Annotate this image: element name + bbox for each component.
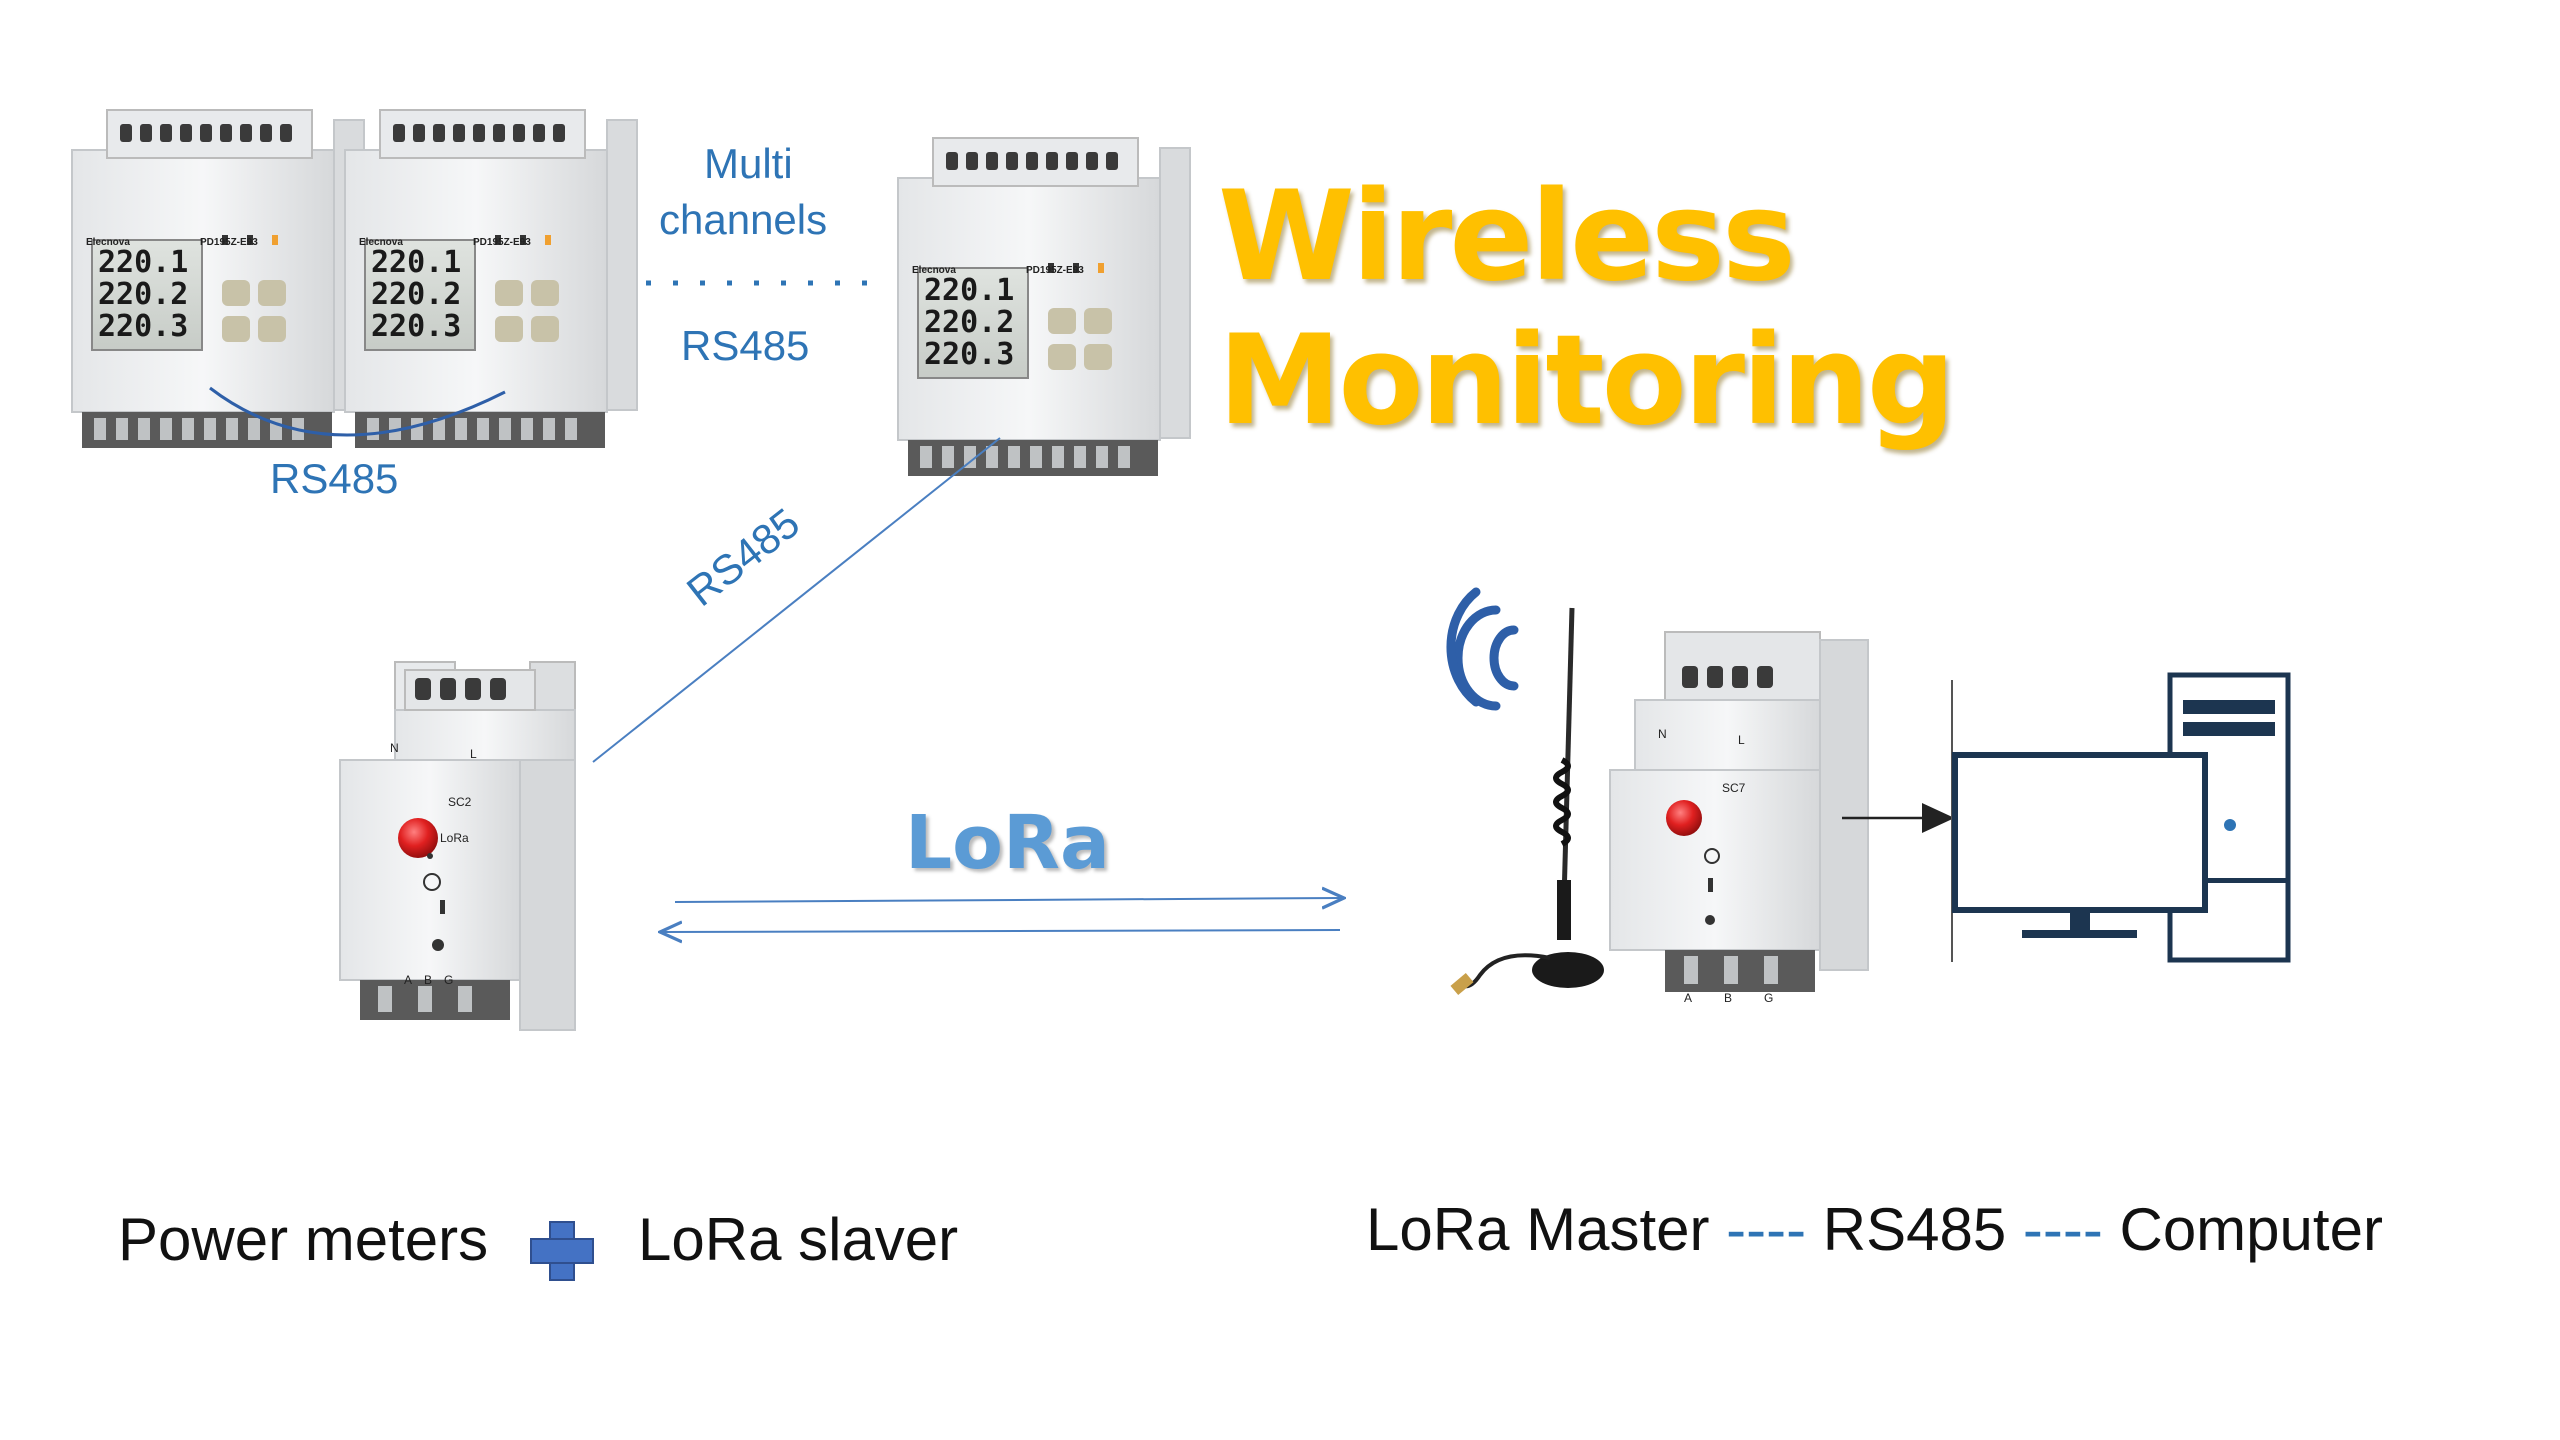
slaver-terminal-g: G: [444, 973, 453, 987]
meter-3-reading-1: 220.1: [924, 273, 1014, 308]
master-code: SC7: [1722, 781, 1746, 795]
lora-arrow-right: [674, 898, 1342, 902]
slaver-code: SC2: [448, 795, 472, 809]
meter-1-reading-2: 220.2: [98, 277, 188, 312]
meter-3-reading-3: 220.3: [924, 337, 1014, 372]
caption-rs485: RS485: [1822, 1196, 2007, 1263]
caption-power-meters: Power meters: [118, 1206, 489, 1273]
lora-slaver-module: [339, 661, 576, 1031]
master-terminal-n: N: [1658, 727, 1667, 741]
meter-2-reading-1: 220.1: [371, 245, 461, 280]
caption-separator-2: ----: [2022, 1196, 2103, 1263]
slaver-terminal-a: A: [404, 973, 412, 987]
slaver-terminal-l: L: [470, 747, 477, 761]
meter-1-brand: Elecnova: [86, 237, 130, 248]
lora-master-module: [1609, 631, 1869, 992]
caption-master-chain: LoRa Master ---- RS485 ---- Computer: [1366, 1195, 2383, 1264]
slaver-terminal-b: B: [424, 973, 432, 987]
rs485-diagonal-line: [592, 437, 1001, 763]
page-title: Wireless Monitoring: [1218, 165, 1956, 453]
master-terminal-a: A: [1684, 991, 1692, 1005]
meter-2-reading-2: 220.2: [371, 277, 461, 312]
plus-icon: [530, 1221, 594, 1281]
master-terminal-l: L: [1738, 733, 1745, 747]
caption-computer: Computer: [2119, 1196, 2383, 1263]
lora-arrow-left: [662, 930, 1341, 932]
meter-2-reading-3: 220.3: [371, 309, 461, 344]
meter-3-model: PD195Z-E93: [1026, 265, 1084, 276]
meter-1-reading-3: 220.3: [98, 309, 188, 344]
master-terminal-g: G: [1764, 991, 1773, 1005]
rs485-top-label: RS485: [681, 322, 810, 369]
meter-2-model: PD195Z-E93: [473, 237, 531, 248]
caption-lora-master: LoRa Master: [1366, 1196, 1710, 1263]
lora-label: LoRa: [905, 800, 1110, 886]
slaver-terminal-n: N: [390, 741, 399, 755]
caption-separator-1: ----: [1726, 1196, 1807, 1263]
rs485-chain-wire: [209, 386, 506, 437]
master-terminal-b: B: [1724, 991, 1732, 1005]
wifi-signal-icon: [1446, 587, 1519, 711]
meter-1-model: PD195Z-E93: [200, 237, 258, 248]
meter-3-reading-2: 220.2: [924, 305, 1014, 340]
caption-lora-slaver: LoRa slaver: [638, 1206, 959, 1273]
computer-monitor-icon: [1952, 752, 2208, 938]
meter-1-reading-1: 220.1: [98, 245, 188, 280]
rs485-chain-label: RS485: [270, 455, 399, 502]
multi-label: Multi: [704, 140, 793, 187]
meter-3-brand: Elecnova: [912, 265, 956, 276]
meter-2-brand: Elecnova: [359, 237, 403, 248]
antenna-icon: [1450, 607, 1604, 996]
slaver-led-label: LoRa: [440, 831, 469, 845]
channels-label: channels: [659, 196, 828, 243]
